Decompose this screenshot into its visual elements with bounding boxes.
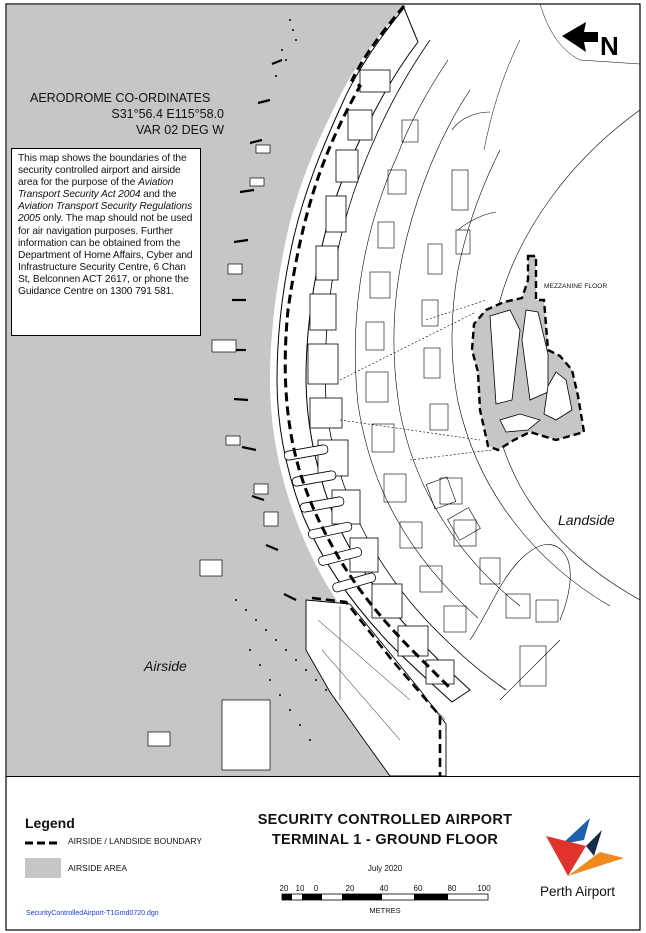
scale-tick: 100: [477, 884, 491, 893]
scale-bar: [281, 893, 489, 901]
page-frame: [5, 3, 641, 931]
note-text-1: This map shows the boundaries of the sec…: [18, 153, 187, 189]
coordinates-variation: VAR 02 DEG W: [136, 123, 224, 137]
coordinates-position: S31°56.4 E115°58.0: [111, 107, 224, 121]
map-title-line2: TERMINAL 1 - GROUND FLOOR: [271, 832, 499, 848]
note-text-3: only. The map should not be used for air…: [18, 213, 193, 298]
svg-text:N: N: [600, 31, 619, 61]
map-title-line1: SECURITY CONTROLLED AIRPORT: [257, 812, 513, 828]
disclaimer-note: This map shows the boundaries of the sec…: [11, 148, 201, 336]
footer-divider: [6, 776, 640, 777]
legend-area-label: AIRSIDE AREA: [68, 863, 128, 873]
apron-objects: [147, 144, 279, 771]
scale-tick: 10: [295, 884, 305, 893]
file-name: SecurityControlledAirport-T1Gmd0720.dgn: [26, 910, 159, 917]
aerodrome-coordinates: AERODROME CO-ORDINATES S31°56.4 E115°58.…: [30, 90, 230, 138]
scale-unit: METRES: [369, 906, 401, 915]
map-date: July 2020: [367, 864, 403, 873]
terminal-buildings: [307, 69, 455, 685]
note-text-2: and the: [140, 189, 177, 201]
mezzanine-label: MEZZANINE FLOOR: [544, 283, 608, 290]
perth-airport-logo-icon: [546, 818, 624, 876]
gate-markers: [232, 58, 297, 601]
scale-tick: 40: [379, 884, 389, 893]
scale-tick: 80: [447, 884, 457, 893]
legend-title: Legend: [25, 815, 75, 831]
note-regulations: Aviation Transport Security Regulations …: [18, 201, 193, 225]
airside-label: Airside: [144, 658, 187, 674]
logo-name: Perth Airport: [540, 884, 616, 899]
note-act: Aviation Transport Security Act 2004: [18, 177, 174, 201]
north-arrow-icon: N: [562, 22, 619, 61]
scale-tick: 60: [413, 884, 423, 893]
scale-tick: 0: [313, 884, 319, 893]
coordinates-heading: AERODROME CO-ORDINATES: [30, 91, 211, 105]
scale-tick: 20: [279, 884, 289, 893]
landside-label: Landside: [558, 512, 615, 528]
legend-boundary-label: AIRSIDE / LANDSIDE BOUNDARY: [68, 836, 202, 846]
airside-landside-boundary: [283, 5, 454, 692]
scale-tick: 20: [345, 884, 355, 893]
